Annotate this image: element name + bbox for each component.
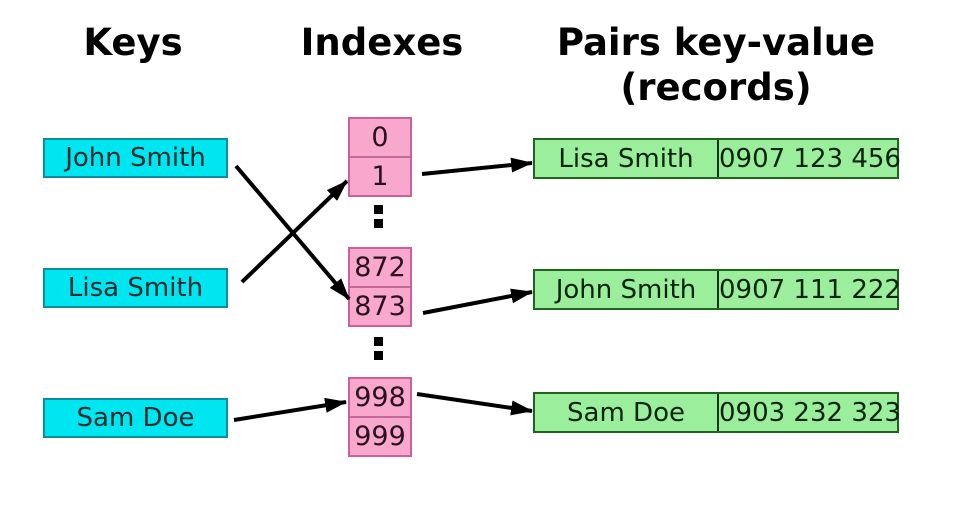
record-row-lisa-smith: Lisa Smith 0907 123 456 [533, 138, 901, 179]
record-value: 0907 111 222 [719, 274, 901, 305]
record-key: Sam Doe [535, 394, 719, 431]
record-key: Lisa Smith [535, 140, 719, 177]
records-header: Pairs key-value (records) [516, 20, 916, 110]
index-group-998-999: 998 999 [348, 377, 412, 457]
index-cell-998: 998 [354, 382, 406, 413]
arrow-1-to-lisa-record [421, 157, 534, 176]
arrow-lisa-smith-to-1 [240, 179, 349, 284]
record-row-john-smith: John Smith 0907 111 222 [533, 269, 901, 310]
record-value: 0903 232 323 [719, 397, 901, 428]
dot [374, 205, 383, 214]
arrow-873-to-john-record [422, 288, 534, 315]
record-row-sam-doe: Sam Doe 0903 232 323 [533, 392, 901, 433]
dot [374, 351, 383, 360]
ellipsis-dots-bottom [374, 337, 383, 360]
index-cell-872: 872 [354, 252, 406, 283]
index-cell-0: 0 [371, 122, 389, 153]
arrow-998-to-sam-record [416, 392, 534, 416]
record-key: John Smith [535, 271, 719, 308]
records-header-line2: (records) [620, 66, 812, 109]
index-cell-873: 873 [350, 286, 410, 325]
keys-header: Keys [83, 21, 183, 64]
index-cell-1: 1 [350, 156, 410, 195]
index-group-872-873: 872 873 [348, 247, 412, 327]
key-box-sam-doe: Sam Doe [43, 398, 228, 438]
arrow-john-smith-to-873 [234, 164, 351, 301]
arrow-sam-doe-to-998 [233, 397, 348, 422]
dot [374, 337, 383, 346]
key-box-lisa-smith: Lisa Smith [43, 268, 228, 308]
indexes-header: Indexes [300, 21, 464, 64]
index-group-0-1: 0 1 [348, 117, 412, 197]
index-cell-999: 999 [350, 416, 410, 455]
record-value: 0907 123 456 [719, 143, 901, 174]
records-header-line1: Pairs key-value [556, 21, 876, 64]
key-box-john-smith: John Smith [43, 138, 228, 178]
ellipsis-dots-top [374, 205, 383, 228]
dot [374, 219, 383, 228]
